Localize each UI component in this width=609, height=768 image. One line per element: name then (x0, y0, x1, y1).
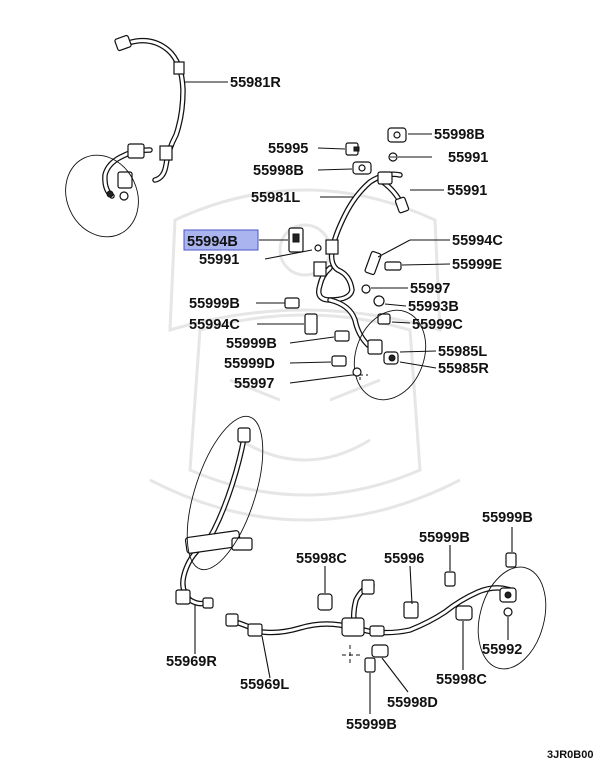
part-55993B (373, 295, 385, 307)
part-55999B-d (444, 571, 456, 587)
label-55994B: 55994B (187, 234, 238, 250)
label-55969L: 55969L (240, 677, 289, 693)
label-55997-b: 55997 (234, 376, 274, 392)
part-55999D (331, 355, 347, 367)
part-55995 (345, 142, 360, 156)
label-55985R: 55985R (438, 361, 489, 377)
label-55993B: 55993B (408, 299, 459, 315)
label-55981L: 55981L (251, 190, 300, 206)
part-55999E (384, 261, 402, 271)
label-55999B-c: 55999B (482, 510, 533, 526)
sensor-55985 (367, 339, 399, 365)
label-55996: 55996 (384, 551, 424, 567)
part-55994C-b (304, 313, 318, 335)
label-55969R: 55969R (166, 654, 217, 670)
part-55998B-a (352, 161, 372, 175)
label-55999B-b: 55999B (226, 336, 277, 352)
part-55998B-b (387, 127, 407, 143)
label-55991-c: 55991 (199, 252, 239, 268)
watermark-emblem (149, 188, 461, 522)
part-55997-b (352, 367, 362, 377)
label-55999E: 55999E (452, 257, 502, 273)
label-55998C-b: 55998C (436, 672, 487, 688)
label-55985L: 55985L (438, 344, 487, 360)
label-55994C-b: 55994C (189, 317, 240, 333)
part-55998C-a (317, 593, 333, 611)
label-55999C-a: 55999C (412, 317, 463, 333)
detail-ellipse-br (477, 566, 547, 670)
part-55999B-e (364, 657, 376, 673)
detail-ellipse-bl (186, 415, 264, 571)
label-55991-a: 55991 (448, 150, 488, 166)
part-55999C-a (377, 313, 391, 325)
label-55999D: 55999D (224, 356, 275, 372)
dashed-guide-bottom (342, 645, 360, 665)
label-55994C-a: 55994C (452, 233, 503, 249)
part-55998C-b (455, 605, 473, 621)
label-55998D: 55998D (387, 695, 438, 711)
drawing-code: 3JR0B00 (547, 749, 593, 761)
part-55994B (288, 227, 322, 253)
harness-55969L (225, 579, 513, 637)
label-55997-a: 55997 (410, 281, 450, 297)
part-55991-a (388, 152, 398, 162)
highlight-box-55994B (183, 229, 259, 251)
label-55991-b: 55991 (447, 183, 487, 199)
part-55999B-b (334, 330, 350, 342)
part-55999B-a (284, 297, 300, 309)
label-55998B-a: 55998B (253, 163, 304, 179)
part-55994C-a (364, 250, 382, 276)
part-55992 (499, 587, 517, 617)
label-55999B-a: 55999B (189, 296, 240, 312)
label-55998C-a: 55998C (296, 551, 347, 567)
label-55999B-e: 55999B (346, 717, 397, 733)
part-55999B-c (505, 552, 517, 568)
detail-ellipse-mid (353, 309, 427, 401)
detail-ellipse-tl (65, 154, 139, 238)
harness-55969R (175, 427, 253, 609)
hose-55981L (313, 171, 410, 348)
part-55998D (371, 644, 389, 658)
label-55992: 55992 (482, 642, 522, 658)
hose-55981R (102, 34, 186, 201)
label-55981R: 55981R (230, 75, 281, 91)
part-55997-a (361, 284, 371, 294)
label-55999B-d: 55999B (419, 530, 470, 546)
label-55998B-b: 55998B (434, 127, 485, 143)
label-55995: 55995 (268, 141, 308, 157)
